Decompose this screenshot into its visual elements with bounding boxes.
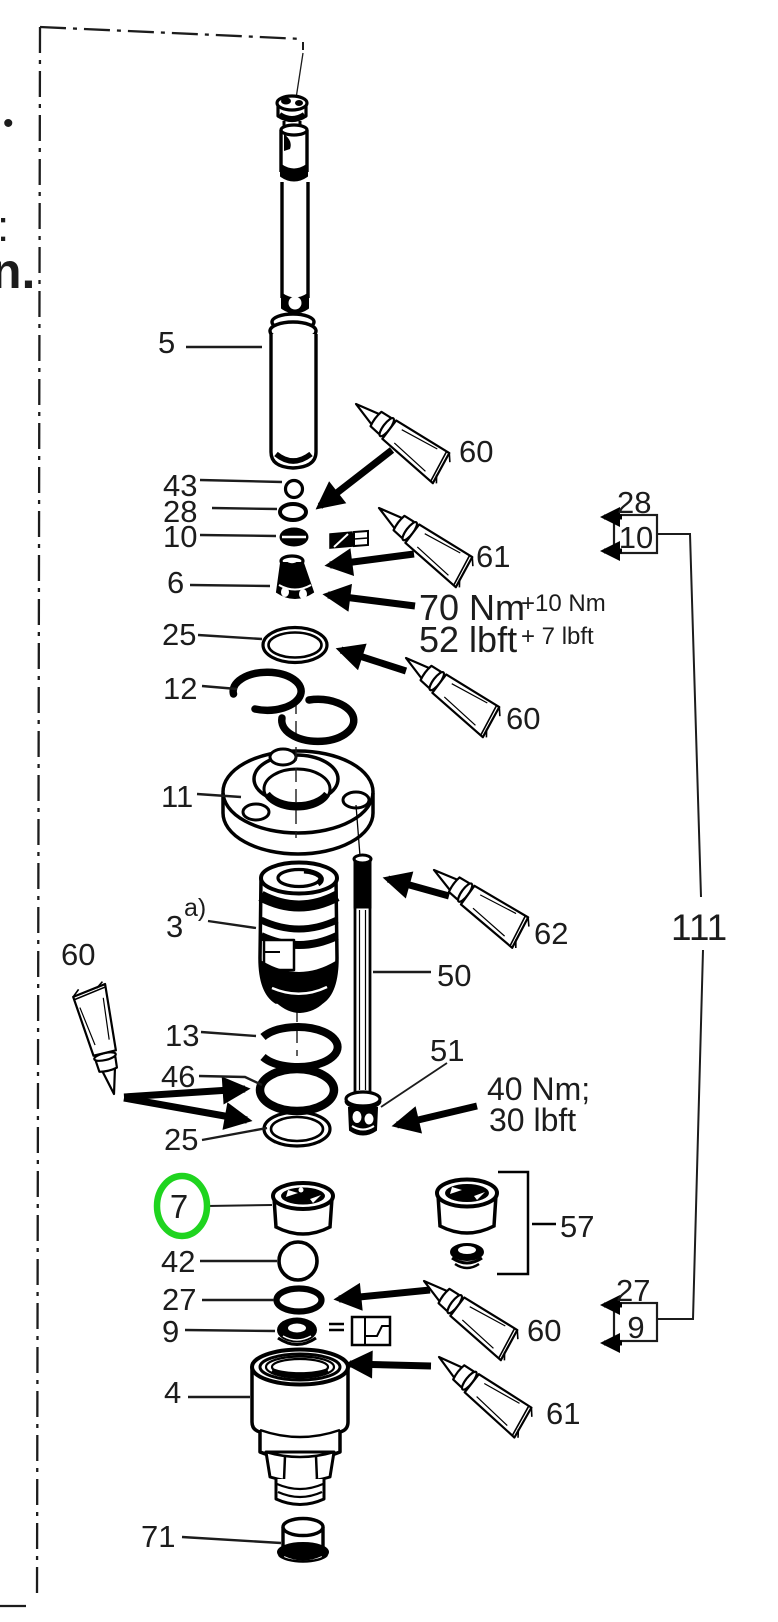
torque-30lbft: 30 lbft bbox=[489, 1102, 576, 1138]
label-46: 46 bbox=[161, 1059, 195, 1094]
callout-arrows bbox=[600, 507, 622, 1353]
part-51-nut bbox=[344, 1090, 382, 1136]
ref-label-28: 28 bbox=[617, 485, 651, 520]
pointer-arrows bbox=[123, 447, 478, 1379]
torque-70nm: 70 Nm bbox=[419, 587, 525, 628]
torque-52lbft-extra: + 7 lbft bbox=[521, 623, 594, 650]
part-28-o-ring bbox=[278, 502, 308, 522]
label-62: 62 bbox=[534, 916, 568, 951]
part-11-flange bbox=[221, 747, 375, 856]
label-71: 71 bbox=[141, 1519, 175, 1554]
part-43-ring bbox=[283, 478, 305, 500]
part-12-split-ring bbox=[229, 668, 358, 746]
sealant-tube-icon-60-lower bbox=[412, 1266, 525, 1364]
label-3: 3 bbox=[166, 909, 183, 944]
callout-box-10 bbox=[612, 513, 659, 555]
label-11: 11 bbox=[161, 779, 193, 814]
callout-box-9 bbox=[612, 1301, 659, 1343]
sealant-number-labels: 60 61 60 62 60 60 61 bbox=[61, 434, 580, 1431]
part-13-retaining-ring bbox=[260, 1023, 342, 1071]
label-12: 12 bbox=[163, 671, 197, 706]
label-9: 9 bbox=[162, 1314, 179, 1349]
label-28: 28 bbox=[163, 494, 197, 529]
label-5: 5 bbox=[158, 325, 175, 360]
sealant-tube-icon-61-lower bbox=[427, 1342, 539, 1441]
part-57-repair-kit bbox=[435, 1170, 556, 1276]
label-27: 27 bbox=[162, 1282, 196, 1317]
label-57: 57 bbox=[560, 1209, 594, 1244]
part-50-tie-rod bbox=[352, 804, 373, 1092]
part-71-cap bbox=[277, 1516, 329, 1563]
label-43: 43 bbox=[163, 468, 197, 503]
part-5-piston-rod bbox=[268, 94, 318, 470]
ref-label-9: 9 bbox=[627, 1310, 644, 1345]
label-25-upper: 25 bbox=[162, 617, 196, 652]
ref-label-27: 27 bbox=[616, 1273, 650, 1308]
sealant-tube-icon-60-left bbox=[70, 980, 132, 1100]
part-6-packing-nut bbox=[275, 554, 315, 599]
part-25-lower-o-ring bbox=[262, 1110, 332, 1148]
part-42-ball bbox=[277, 1240, 319, 1282]
leader-lines bbox=[181, 345, 448, 1545]
label-25-lower: 25 bbox=[164, 1122, 198, 1157]
torque-note-lower: 40 Nm; 30 lbft bbox=[487, 1071, 590, 1138]
torque-70nm-extra: +10 Nm bbox=[521, 590, 606, 617]
torque-52lbft: 52 lbft bbox=[419, 619, 517, 660]
highlight-ellipse-7 bbox=[153, 1172, 211, 1240]
clipped-colon: : bbox=[0, 202, 9, 251]
part-4-intake-housing bbox=[250, 1347, 350, 1506]
sealant-tube-icon-62 bbox=[422, 855, 536, 951]
label-61-top: 61 bbox=[476, 539, 510, 574]
clipped-text-fragments: • : n. bbox=[0, 107, 35, 299]
label-13: 13 bbox=[165, 1018, 199, 1053]
label-60-top: 60 bbox=[459, 434, 493, 469]
torque-note-upper: 70 Nm +10 Nm 52 lbft + 7 lbft bbox=[419, 587, 606, 660]
reference-callout-labels: 28 10 27 9 bbox=[616, 485, 653, 1345]
label-7: 7 bbox=[170, 1188, 188, 1225]
label-60-left: 60 bbox=[61, 937, 95, 972]
part-10-seal bbox=[279, 527, 309, 547]
label-42: 42 bbox=[161, 1244, 195, 1279]
part-3-cartridge bbox=[258, 860, 340, 1013]
label-6: 6 bbox=[167, 565, 184, 600]
part-9-seal bbox=[277, 1317, 317, 1346]
bracket-57 bbox=[497, 1170, 530, 1276]
callout-111-connector bbox=[612, 513, 704, 1343]
label-61-lower: 61 bbox=[546, 1396, 580, 1431]
part-7-ball-guide bbox=[271, 1181, 335, 1236]
label-3-suffix: a) bbox=[184, 894, 206, 922]
clipped-bullet: • bbox=[3, 107, 14, 140]
part-27-o-ring bbox=[273, 1285, 325, 1315]
torque-40nm: 40 Nm; bbox=[487, 1071, 590, 1107]
ref-label-10: 10 bbox=[619, 520, 653, 555]
seal-cross-section-icon-10 bbox=[329, 529, 369, 549]
label-51: 51 bbox=[430, 1033, 464, 1068]
label-4: 4 bbox=[164, 1375, 181, 1410]
label-60-mid: 60 bbox=[506, 701, 540, 736]
seal-cross-section-icon-9 bbox=[329, 1315, 392, 1347]
clipped-word-end: n. bbox=[0, 243, 35, 299]
label-10: 10 bbox=[163, 519, 197, 554]
part-number-labels: 5 43 28 10 6 25 12 11 3 a) 50 13 46 25 5… bbox=[141, 325, 727, 1554]
part-25-upper-o-ring bbox=[261, 625, 329, 665]
part-46-o-ring bbox=[255, 1064, 339, 1116]
label-60-lower: 60 bbox=[527, 1313, 561, 1348]
sealant-tube-icon-61-top bbox=[367, 493, 480, 591]
label-50: 50 bbox=[437, 958, 471, 993]
label-111: 111 bbox=[671, 907, 727, 948]
